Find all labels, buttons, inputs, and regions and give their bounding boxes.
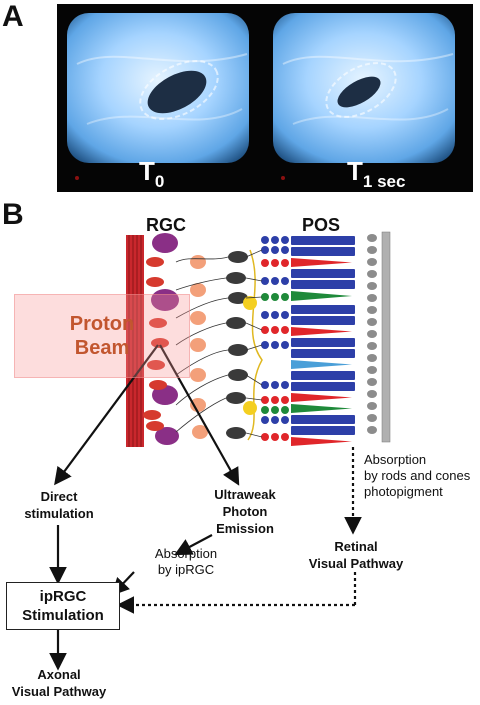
axonal-pathway-label: Axonal Visual Pathway — [11, 667, 107, 699]
dotted-path — [116, 447, 362, 614]
bipolar-cells — [190, 255, 208, 439]
proton-beam-overlay: Proton Beam — [14, 294, 190, 378]
arrow-direct — [54, 344, 159, 486]
ultraweak-label: Ultraweak Photon Emission — [214, 487, 276, 536]
direct-stimulation-label: Direct stimulation — [24, 489, 94, 521]
rpe-layer — [367, 231, 391, 443]
lesion-large — [147, 70, 207, 114]
photo-panel-a: T0 T1 sec — [57, 4, 473, 192]
retinal-pathway-label: Retinal Visual Pathway — [308, 539, 404, 571]
label-t1: T1 sec — [347, 156, 406, 191]
arrow-to-absorption — [174, 534, 213, 556]
panel-b-letter: B — [2, 198, 24, 231]
axons — [175, 249, 263, 438]
absorption-iprgc-label: Absorption by ipRGC — [154, 546, 218, 577]
arrows — [49, 344, 240, 671]
panel-a-letter: A — [2, 0, 24, 33]
nerve-fiber-layer — [126, 235, 144, 447]
rgc-label: RGC — [146, 215, 186, 235]
arrow-ultraweak — [159, 344, 240, 486]
absorption-rods-label: Absorption by rods and cones photopigmen… — [364, 452, 471, 499]
proton-label-2: Beam — [74, 337, 130, 359]
fundus-photos — [67, 13, 455, 180]
horizontal-cells — [243, 249, 263, 441]
proton-label-1: Proton — [69, 313, 135, 335]
image-t0 — [67, 13, 249, 180]
inner-nuclear-cells — [226, 251, 248, 439]
photoreceptors — [261, 236, 355, 446]
pos-label: POS — [302, 215, 341, 235]
label-t0: T0 — [139, 156, 165, 191]
iprgc-stimulation-label: ipRGC Stimulation — [22, 588, 104, 624]
lesion-small — [337, 76, 381, 108]
iprgc-stimulation-box: ipRGC Stimulation — [6, 582, 120, 630]
image-t1 — [273, 13, 455, 180]
